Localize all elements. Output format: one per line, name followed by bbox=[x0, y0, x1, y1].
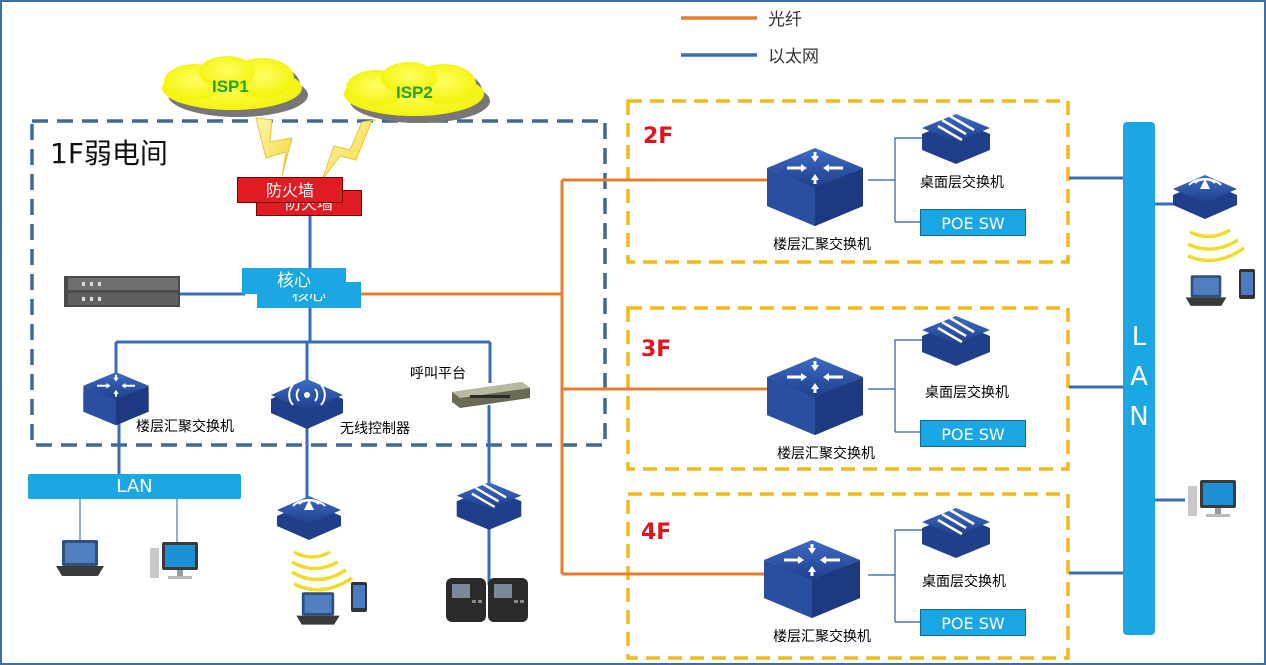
tablet-icon bbox=[351, 582, 367, 612]
lightning-icon bbox=[255, 117, 293, 177]
agg-switch-icon bbox=[765, 355, 865, 437]
isp-label: ISP2 bbox=[396, 83, 433, 102]
lan-bar: LAN bbox=[28, 474, 241, 499]
access-point-icon bbox=[276, 495, 342, 541]
lightning-icon bbox=[321, 119, 377, 181]
legend-fiber-label: 光纤 bbox=[768, 10, 802, 30]
legend-ethernet-label: 以太网 bbox=[768, 47, 819, 67]
desktop-switch-icon bbox=[920, 506, 992, 560]
floor-4f-border bbox=[626, 492, 1070, 660]
room-title: 1F弱电间 bbox=[50, 137, 168, 170]
cloud-icon bbox=[162, 56, 308, 117]
agg-switch-icon bbox=[765, 146, 865, 228]
wifi-signal-icon bbox=[291, 550, 353, 592]
access-point-icon bbox=[1172, 174, 1238, 220]
floor-4f-label: 4F bbox=[641, 520, 672, 545]
lan-vertical-bar: L A N bbox=[1123, 122, 1155, 635]
agg-switch-icon bbox=[762, 538, 862, 620]
ethernet-links bbox=[114, 176, 1185, 585]
floor-4f-poe-box: POE SW bbox=[920, 609, 1026, 636]
floor-3f-border bbox=[626, 306, 1070, 471]
agg-switch-label: 楼层汇聚交换机 bbox=[136, 419, 234, 435]
laptop-icon bbox=[1185, 275, 1227, 306]
desktop-switch-icon bbox=[920, 314, 992, 368]
desktop-pc-icon bbox=[150, 542, 198, 579]
call-platform-icon bbox=[452, 382, 530, 408]
floor-2f-label: 2F bbox=[643, 124, 674, 149]
floor-3f-label: 3F bbox=[641, 337, 672, 362]
floor-2f-desktop-label: 桌面层交换机 bbox=[920, 175, 1004, 191]
room-1f-border bbox=[30, 119, 607, 447]
desktop-pc-icon bbox=[1188, 480, 1236, 517]
lan-vertical-letter: L bbox=[1131, 322, 1147, 352]
floor-2f-agg-label: 楼层汇聚交换机 bbox=[773, 237, 871, 253]
desktop-switch-icon bbox=[920, 112, 992, 166]
desktop-switch-icon bbox=[455, 481, 523, 531]
wireless-controller-icon bbox=[271, 379, 343, 429]
server-icon bbox=[64, 276, 180, 307]
lan-vertical-letter: A bbox=[1130, 362, 1148, 392]
lan-drops bbox=[79, 499, 178, 545]
call-platform-label: 呼叫平台 bbox=[410, 366, 466, 382]
wifi-signal-icon bbox=[1187, 228, 1246, 263]
laptop-icon bbox=[56, 540, 104, 576]
core-box: 核心 bbox=[242, 268, 346, 294]
floor-3f-agg-label: 楼层汇聚交换机 bbox=[777, 446, 875, 462]
floor-3f-poe-box: POE SW bbox=[920, 420, 1026, 447]
lan-vertical-letter: N bbox=[1129, 402, 1149, 432]
wireless-controller-label: 无线控制器 bbox=[340, 421, 410, 437]
ip-phone-icon bbox=[446, 578, 528, 622]
floor-2f-poe-box: POE SW bbox=[920, 209, 1026, 236]
floor-4f-desktop-label: 桌面层交换机 bbox=[922, 574, 1006, 590]
isp-label: ISP1 bbox=[212, 77, 249, 96]
fiber-links bbox=[361, 178, 768, 576]
floor-2f-border bbox=[626, 99, 1070, 264]
floor-3f-desktop-label: 桌面层交换机 bbox=[925, 385, 1009, 401]
firewall-box: 防火墙 bbox=[237, 177, 343, 203]
floor-brackets bbox=[868, 137, 922, 623]
tablet-icon bbox=[1239, 269, 1255, 299]
laptop-icon bbox=[296, 592, 340, 625]
floor-4f-agg-label: 楼层汇聚交换机 bbox=[773, 629, 871, 645]
cloud-icon bbox=[344, 62, 490, 123]
